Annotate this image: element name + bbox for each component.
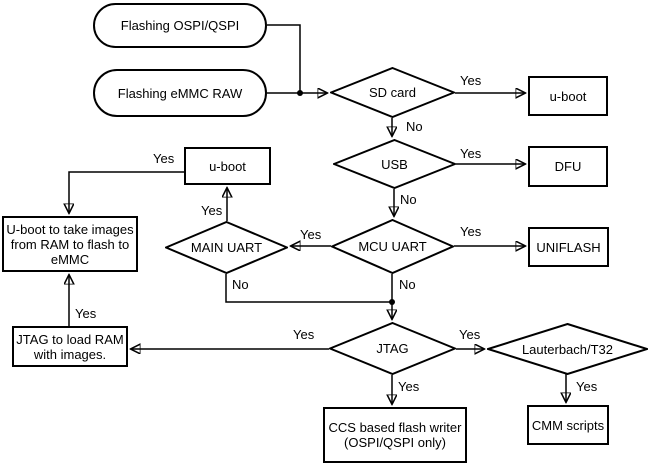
decision-mcu-uart: MCU UART <box>331 219 454 274</box>
decision-lauterbach-t32-label: Lauterbach/T32 <box>521 341 614 357</box>
decision-mcu-uart-label: MCU UART <box>358 239 427 254</box>
decision-main-uart: MAIN UART <box>165 221 288 274</box>
process-uboot-main-uart: u-boot <box>184 147 271 185</box>
edge-label-uboot-yes: Yes <box>153 151 175 166</box>
edge-label-sd-card-no: No <box>406 119 423 134</box>
decision-main-uart-label: MAIN UART <box>190 240 263 255</box>
process-cmm-scripts-label: CMM scripts <box>531 417 605 433</box>
edge-label-mcu-uart-no: No <box>399 277 416 292</box>
edge-label-jtag-yes-ccs: Yes <box>398 379 420 394</box>
terminal-flashing-ospi-qspi: Flashing OSPI/QSPI <box>93 3 267 48</box>
process-jtag-load-ram-label: JTAG to load RAM with images. <box>16 331 124 362</box>
terminal-flashing-ospi-qspi-label: Flashing OSPI/QSPI <box>120 18 240 33</box>
decision-sd-card: SD card <box>330 67 455 118</box>
junction-dot-top <box>297 90 303 96</box>
connector-uboot-to-uboot-take-images <box>69 171 184 213</box>
process-uboot-take-images-label: U-boot to take images from RAM to flash … <box>6 221 134 267</box>
edge-label-main-uart-no: No <box>232 277 249 292</box>
edge-label-jtag-yes-load-ram: Yes <box>293 327 315 342</box>
process-cmm-scripts: CMM scripts <box>527 405 609 445</box>
junction-dot-middle <box>389 299 395 305</box>
process-uboot-take-images: U-boot to take images from RAM to flash … <box>2 216 138 272</box>
decision-lauterbach-t32: Lauterbach/T32 <box>487 323 648 375</box>
edge-label-jtag-load-ram-yes: Yes <box>75 306 97 321</box>
diamond-shape <box>333 139 456 189</box>
edge-label-mcu-uart-yes-main-uart: Yes <box>300 227 322 242</box>
diamond-shape <box>330 67 455 118</box>
process-ccs-flash-writer-label: CCS based flash writer (OSPI/QSPI only) <box>328 420 462 450</box>
diamond-shape <box>165 221 288 274</box>
edge-label-usb-yes: Yes <box>460 146 482 161</box>
decision-jtag: JTAG <box>329 322 456 375</box>
process-ccs-flash-writer: CCS based flash writer (OSPI/QSPI only) <box>323 407 467 463</box>
process-uboot-main-uart-label: u-boot <box>209 158 246 174</box>
edge-label-jtag-yes-lauterbach: Yes <box>459 327 481 342</box>
diamond-shape <box>331 219 454 274</box>
decision-sd-card-label: SD card <box>369 85 416 100</box>
process-uboot-sd: u-boot <box>528 76 608 116</box>
connector-ospi-to-junction <box>267 24 301 93</box>
decision-jtag-label: JTAG <box>376 341 409 356</box>
edge-label-mcu-uart-yes-uniflash: Yes <box>460 224 482 239</box>
terminal-flashing-emmc-raw-label: Flashing eMMC RAW <box>117 85 243 101</box>
connector-main-uart-no-elbow <box>225 274 392 303</box>
decision-usb-label: USB <box>381 156 408 172</box>
process-dfu-label: DFU <box>554 159 582 174</box>
diamond-shape <box>329 322 456 375</box>
process-dfu: DFU <box>528 146 608 187</box>
process-uniflash-label: UNIFLASH <box>536 239 601 255</box>
diamond-shape <box>487 323 648 375</box>
process-jtag-load-ram: JTAG to load RAM with images. <box>12 326 128 367</box>
edge-label-usb-no: No <box>400 192 417 207</box>
terminal-flashing-emmc-raw: Flashing eMMC RAW <box>93 69 267 117</box>
edge-label-sd-card-yes: Yes <box>460 73 482 88</box>
decision-usb: USB <box>333 139 456 189</box>
edge-label-lauterbach-yes: Yes <box>576 379 598 394</box>
process-uboot-sd-label: u-boot <box>549 88 587 104</box>
process-uniflash: UNIFLASH <box>528 227 609 267</box>
edge-label-main-uart-yes: Yes <box>201 203 223 218</box>
